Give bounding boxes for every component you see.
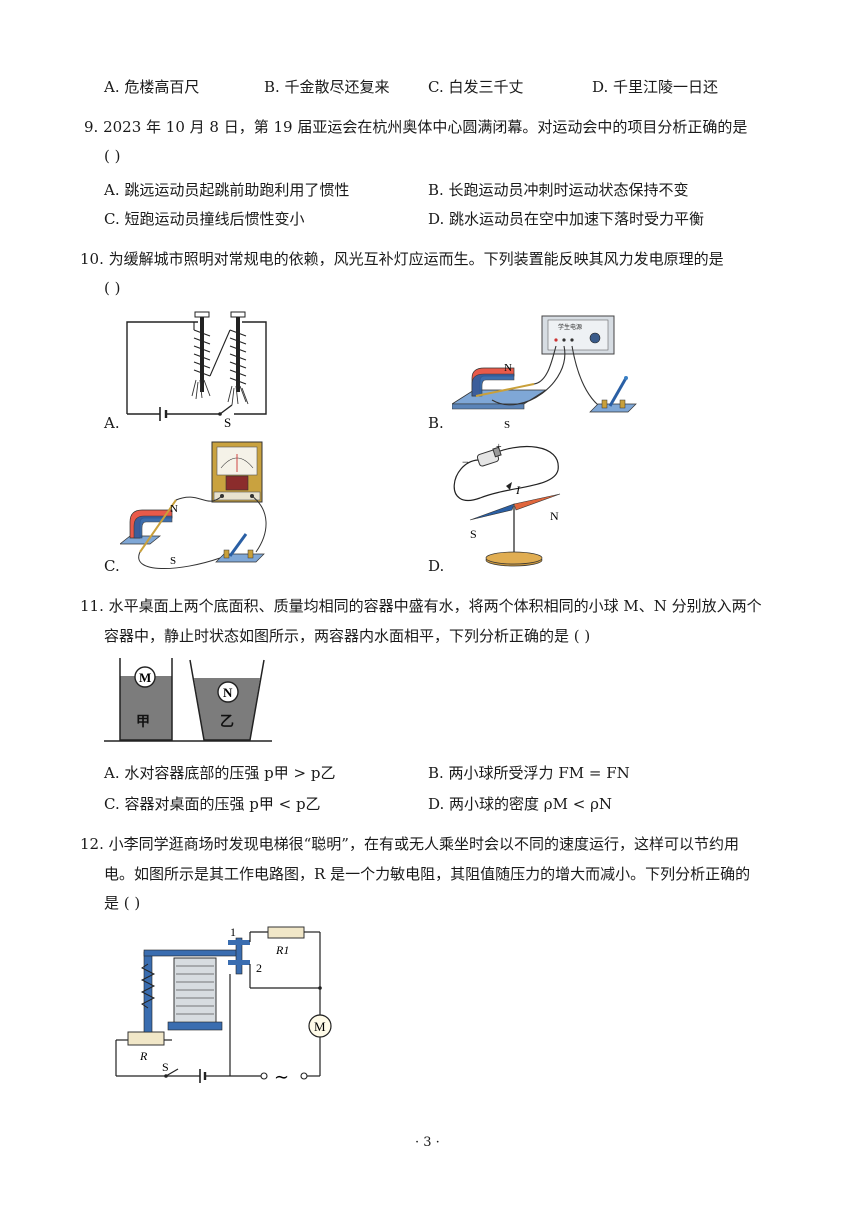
q10-figure-c: N S bbox=[120, 441, 267, 570]
q10c-s-label: S bbox=[170, 555, 176, 567]
q10d-n-label: N bbox=[550, 509, 559, 523]
q10b-n-label: N bbox=[504, 362, 512, 374]
q10-figure-a: S bbox=[126, 311, 267, 430]
q12-contact-2-label: 2 bbox=[256, 961, 262, 975]
q12-motor-label: M bbox=[314, 1019, 326, 1034]
q10b-s-label: S bbox=[504, 419, 510, 431]
q10-answer-paren: ( ) bbox=[104, 279, 121, 297]
q11-stem-2: 容器中，静止时状态如图所示，两容器内水面相平，下列分析正确的是 ( ) bbox=[104, 627, 591, 645]
q8-option-b: B. 千金散尽还复来 bbox=[264, 78, 390, 96]
q12-stem-1: 12. 小李同学逛商场时发现电梯很“聪明”，在有或无人乘坐时会以不同的速度运行，… bbox=[80, 835, 739, 853]
q10b-supply-label: 学生电源 bbox=[558, 323, 582, 331]
q12-contact-1-label: 1 bbox=[230, 925, 236, 939]
q12-stem-2: 电。如图所示是其工作电路图，R 是一个力敏电阻，其阻值随压力的增大而减小。下列分… bbox=[104, 865, 751, 883]
q10a-switch-label: S bbox=[224, 415, 231, 430]
q9-option-a: A. 跳远运动员起跳前助跑利用了惯性 bbox=[104, 181, 350, 199]
q10-label-d: D. bbox=[428, 557, 445, 575]
q10d-plus-label: + bbox=[496, 442, 502, 453]
q12-stem-3: 是 ( ) bbox=[104, 894, 141, 912]
q8-option-a: A. 危楼高百尺 bbox=[104, 78, 200, 96]
q10-label-c: C. bbox=[104, 557, 120, 575]
q8-option-d: D. 千里江陵一日还 bbox=[592, 78, 719, 96]
q9-stem: 9. 2023 年 10 月 8 日，第 19 届亚运会在杭州奥体中心圆满闭幕。… bbox=[84, 118, 748, 136]
q11-container-jia: 甲 bbox=[136, 714, 150, 730]
q10-stem: 10. 为缓解城市照明对常规电的依赖，风光互补灯应运而生。下列装置能反映其风力发… bbox=[80, 250, 724, 268]
q12-ac-label: ∼ bbox=[274, 1067, 289, 1086]
q12-r1-label: R1 bbox=[275, 943, 289, 957]
q11-option-d: D. 两小球的密度 ρM < ρN bbox=[428, 795, 613, 813]
q11-figure: M N 甲 乙 bbox=[104, 658, 272, 742]
q12-switch-label: S bbox=[162, 1060, 169, 1074]
q11-option-a: A. 水对容器底部的压强 p甲 > p乙 bbox=[104, 764, 336, 782]
q11-stem-1: 11. 水平桌面上两个底面积、质量均相同的容器中盛有水，将两个体积相同的小球 M… bbox=[80, 597, 762, 615]
q12-figure: R S 1 2 R1 M ∼ bbox=[115, 925, 332, 1086]
q10-figure-b: 学生电源 N S bbox=[452, 315, 637, 431]
q9-option-b: B. 长跑运动员冲刺时运动状态保持不变 bbox=[428, 181, 689, 199]
q10-figure-d: − + I S N bbox=[453, 442, 561, 567]
q10-label-b: B. bbox=[428, 414, 444, 432]
q9-option-d: D. 跳水运动员在空中加速下落时受力平衡 bbox=[428, 210, 705, 228]
q10-label-a: A. bbox=[104, 414, 120, 432]
q10d-s-label: S bbox=[470, 527, 477, 541]
q12-r-label: R bbox=[139, 1049, 148, 1063]
q10d-minus-label: − bbox=[462, 455, 469, 469]
q11-ball-m-label: M bbox=[139, 670, 151, 685]
page-number: · 3 · bbox=[415, 1135, 440, 1150]
q11-option-c: C. 容器对桌面的压强 p甲 < p乙 bbox=[104, 795, 321, 813]
q8-option-c: C. 白发三千丈 bbox=[428, 78, 524, 96]
q11-ball-n-label: N bbox=[223, 685, 233, 700]
q10c-n-label: N bbox=[170, 503, 178, 515]
q11-option-b: B. 两小球所受浮力 FM = FN bbox=[428, 764, 630, 782]
q10d-current-label: I bbox=[515, 483, 521, 497]
q11-container-yi: 乙 bbox=[220, 714, 234, 730]
q9-answer-paren: ( ) bbox=[104, 147, 121, 165]
q9-option-c: C. 短跑运动员撞线后惯性变小 bbox=[104, 210, 305, 228]
